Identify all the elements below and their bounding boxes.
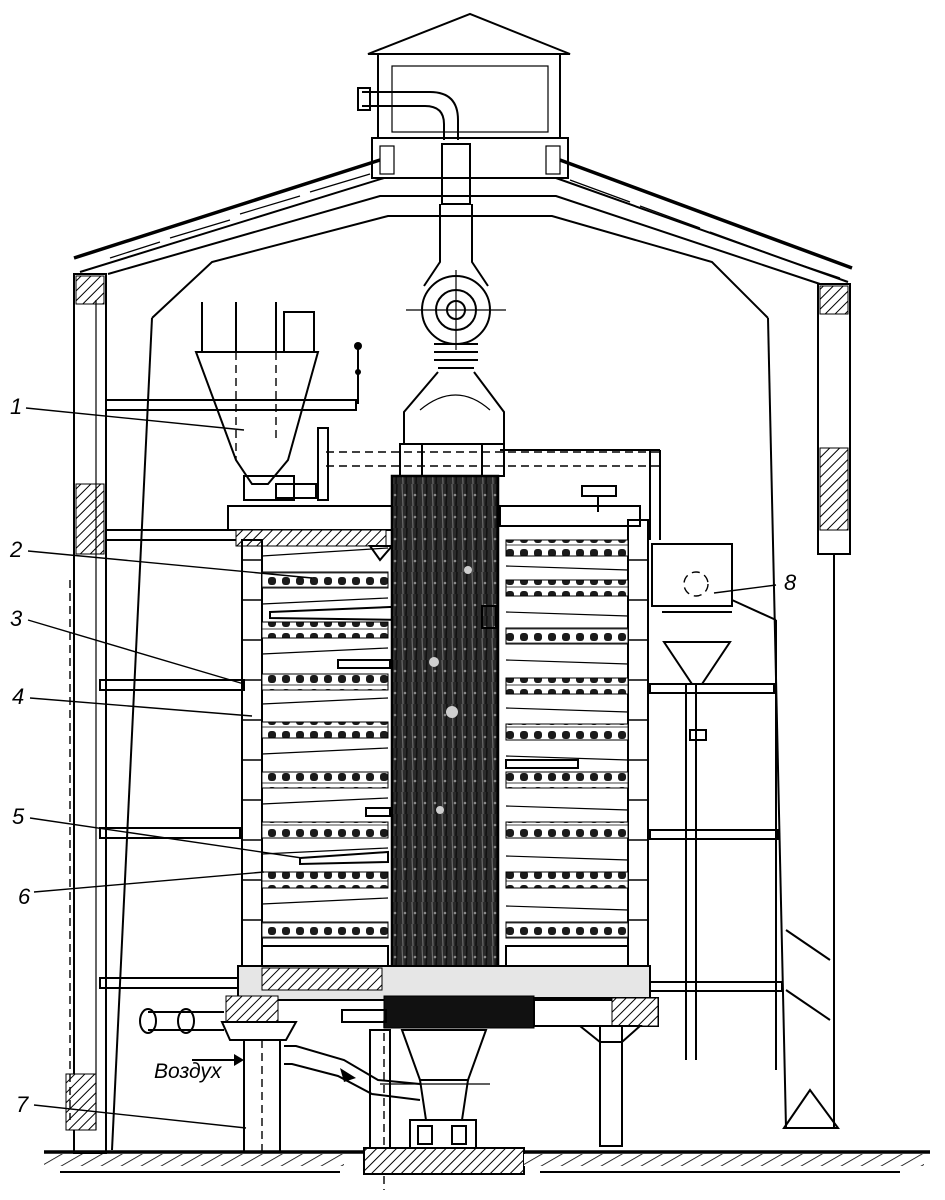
callout-5: 5 xyxy=(12,804,25,829)
leader-2 xyxy=(27,550,313,579)
leader-6 xyxy=(33,871,265,893)
exhaust-fan xyxy=(399,143,506,477)
central-shaft xyxy=(390,474,500,998)
right-trays xyxy=(505,539,629,967)
callout-8: 8 xyxy=(784,570,797,595)
leader-1 xyxy=(25,407,245,431)
callout-2: 2 xyxy=(9,537,22,562)
callout-4: 4 xyxy=(12,684,24,709)
air-label: Воздух xyxy=(154,1060,223,1083)
cyclone-unit xyxy=(651,543,777,1070)
callout-3: 3 xyxy=(10,606,23,631)
leader-3 xyxy=(27,619,245,685)
callout-6: 6 xyxy=(18,884,31,909)
leader-5 xyxy=(29,817,303,859)
callout-labels: 1 2 3 4 5 6 7 8 Воздух xyxy=(9,394,797,1117)
leader-7 xyxy=(33,1104,247,1129)
dryer-column xyxy=(225,474,659,1029)
callout-1: 1 xyxy=(10,394,22,419)
ground-line xyxy=(44,1147,930,1175)
leader-4 xyxy=(29,697,253,717)
building-shell xyxy=(65,12,853,1155)
callout-7: 7 xyxy=(16,1092,29,1117)
air-supply xyxy=(139,1008,643,1190)
leader-lines xyxy=(25,407,777,1129)
leader-8 xyxy=(713,584,777,594)
feed-hopper xyxy=(194,302,661,540)
